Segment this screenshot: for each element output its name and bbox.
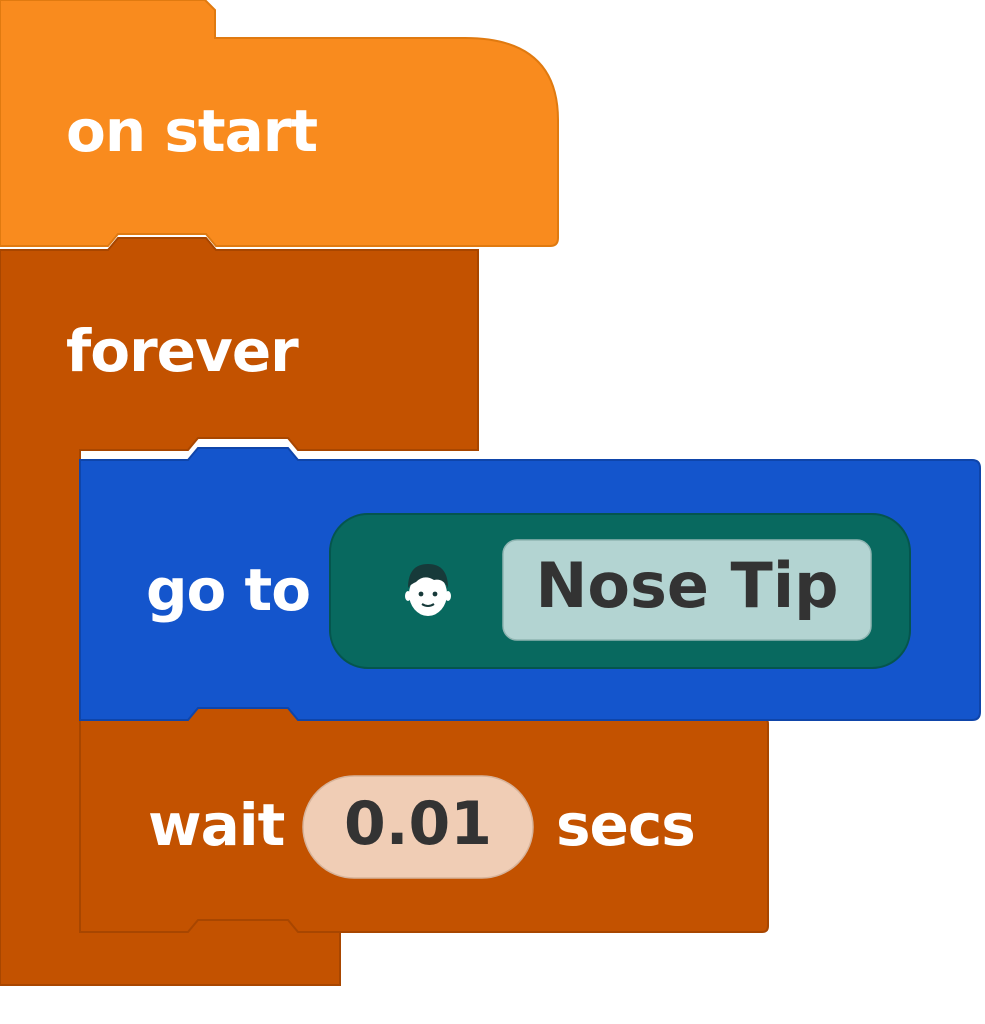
wait-seconds-value: 0.01: [343, 789, 493, 859]
on-start-label: on start: [66, 97, 318, 165]
wait-label: wait: [148, 791, 285, 859]
wait-secs-label: secs: [556, 791, 696, 859]
wait-seconds-input[interactable]: [302, 775, 534, 879]
face-icon: [405, 564, 451, 616]
dropdown-value: Nose Tip: [535, 549, 839, 622]
forever-label: forever: [66, 317, 299, 385]
body-part-dropdown[interactable]: [502, 539, 872, 641]
on-start-block[interactable]: [0, 0, 559, 247]
go-to-label: go to: [146, 556, 311, 624]
